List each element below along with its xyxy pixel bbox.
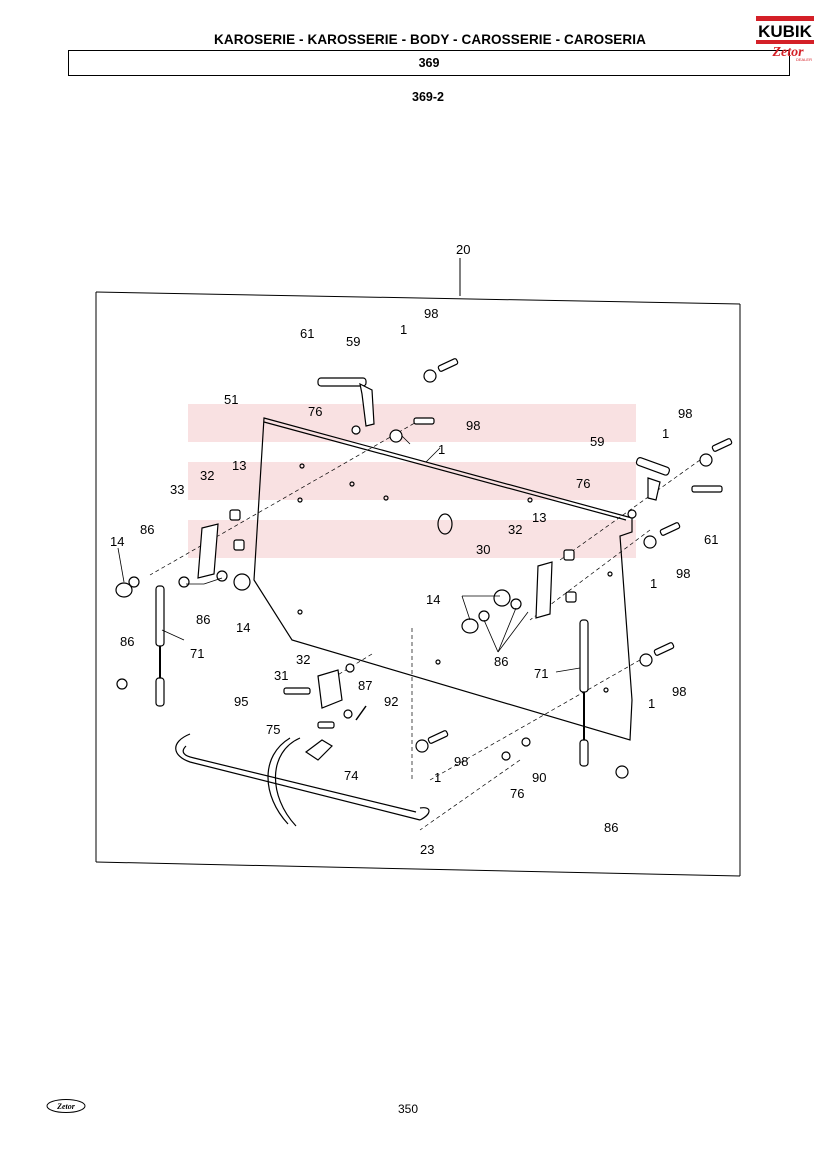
- callout-14: 14: [426, 592, 440, 607]
- callout-1: 1: [648, 696, 655, 711]
- callout-71: 71: [534, 666, 548, 681]
- callout-1: 1: [650, 576, 657, 591]
- page-number: 350: [397, 1102, 419, 1116]
- callout-32: 32: [296, 652, 310, 667]
- callout-1: 1: [662, 426, 669, 441]
- callout-74: 74: [344, 768, 358, 783]
- callout-labels: 20 98 61 59 1 51 76 98 1 98 1 59 13 32 3…: [110, 242, 718, 857]
- callout-13: 13: [232, 458, 246, 473]
- callout-86: 86: [120, 634, 134, 649]
- hardware-parts: [115, 358, 733, 779]
- callout-86: 86: [604, 820, 618, 835]
- glass-panel: [253, 417, 633, 741]
- callout-51: 51: [224, 392, 238, 407]
- brand-name: KUBIK: [758, 22, 813, 41]
- callout-86: 86: [494, 654, 508, 669]
- callout-61: 61: [300, 326, 314, 341]
- footer-logo-text: Zetor: [56, 1102, 76, 1111]
- callout-98: 98: [678, 406, 692, 421]
- callout-30: 30: [476, 542, 490, 557]
- callout-14: 14: [110, 534, 124, 549]
- callout-75: 75: [266, 722, 280, 737]
- callout-59: 59: [346, 334, 360, 349]
- zetor-footer-logo: Zetor: [46, 1099, 86, 1113]
- kubik-logo: KUBIK Zetor DEALER: [756, 16, 814, 62]
- callout-20: 20: [456, 242, 470, 257]
- callout-86: 86: [140, 522, 154, 537]
- callout-98: 98: [676, 566, 690, 581]
- leader-lines: [117, 435, 581, 673]
- callout-61: 61: [704, 532, 718, 547]
- callout-76: 76: [576, 476, 590, 491]
- callout-1: 1: [434, 770, 441, 785]
- callout-98: 98: [424, 306, 438, 321]
- callout-32: 32: [508, 522, 522, 537]
- seal-profile: [175, 733, 430, 827]
- callout-13: 13: [532, 510, 546, 525]
- callout-90: 90: [532, 770, 546, 785]
- callout-98: 98: [454, 754, 468, 769]
- section-number: 369: [418, 56, 440, 70]
- brand-dealer: DEALER: [796, 57, 812, 62]
- assembly-frame: [95, 258, 741, 877]
- subsection-number: 369-2: [412, 90, 444, 104]
- brand-sub: Zetor: [771, 45, 804, 60]
- callout-14: 14: [236, 620, 250, 635]
- callout-76: 76: [510, 786, 524, 801]
- section-box: 369: [68, 50, 790, 76]
- callout-98: 98: [466, 418, 480, 433]
- callout-92: 92: [384, 694, 398, 709]
- callout-71: 71: [190, 646, 204, 661]
- page-title: KAROSERIE - KAROSSERIE - BODY - CAROSSER…: [214, 32, 646, 47]
- callout-1: 1: [400, 322, 407, 337]
- callout-33: 33: [170, 482, 184, 497]
- callout-1: 1: [438, 442, 445, 457]
- callout-23: 23: [420, 842, 434, 857]
- callout-87: 87: [358, 678, 372, 693]
- callout-86: 86: [196, 612, 210, 627]
- callout-32: 32: [200, 468, 214, 483]
- callout-76: 76: [308, 404, 322, 419]
- watermark: [188, 404, 636, 558]
- callout-59: 59: [590, 434, 604, 449]
- callout-98: 98: [672, 684, 686, 699]
- callout-95: 95: [234, 694, 248, 709]
- callout-31: 31: [274, 668, 288, 683]
